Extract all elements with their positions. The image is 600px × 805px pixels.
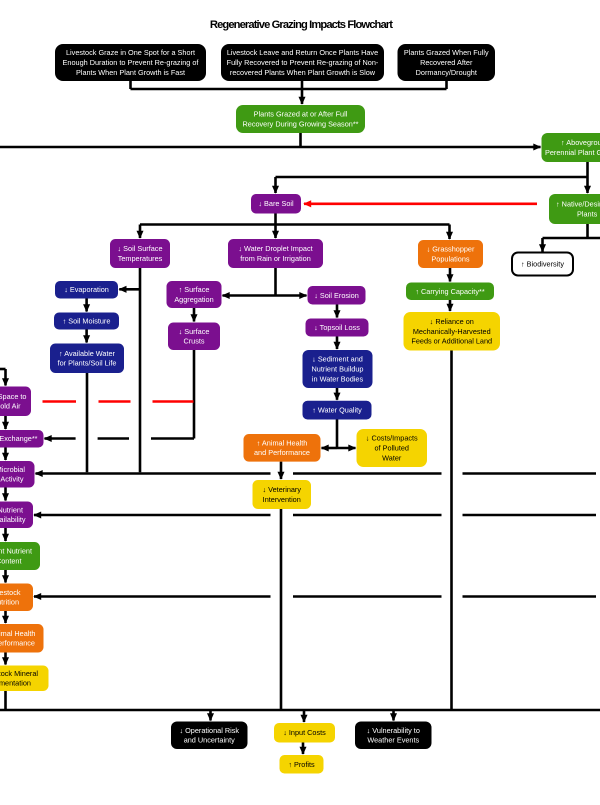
svg-text:↑ Soil Gas Exchange**: ↑ Soil Gas Exchange** — [0, 434, 38, 443]
svg-text:Weather Events: Weather Events — [367, 736, 419, 745]
svg-text:for Plants/Soil Life: for Plants/Soil Life — [58, 359, 117, 368]
svg-text:↓ Evaporation: ↓ Evaporation — [64, 285, 109, 294]
svg-text:in Water Bodies: in Water Bodies — [312, 374, 364, 383]
svg-text:↑ Aboveground: ↑ Aboveground — [561, 138, 600, 147]
svg-text:↑ Soil Microbial: ↑ Soil Microbial — [0, 465, 25, 474]
svg-text:↓ Sediment and: ↓ Sediment and — [312, 355, 363, 364]
svg-text:↓ Input Costs: ↓ Input Costs — [283, 728, 326, 737]
svg-text:Recovered After: Recovered After — [420, 58, 473, 67]
svg-text:↑ Animal Health: ↑ Animal Health — [257, 438, 308, 447]
svg-text:↑ Native/Desirable: ↑ Native/Desirable — [556, 200, 600, 209]
svg-text:↓ Bare Soil: ↓ Bare Soil — [258, 199, 294, 208]
svg-text:Content: Content — [0, 556, 22, 565]
svg-text:Exposure of Soil to Cold Air: Exposure of Soil to Cold Air — [0, 402, 21, 411]
svg-text:↓ Costs/Impacts: ↓ Costs/Impacts — [366, 434, 418, 443]
svg-text:Plants Grazed When Fully: Plants Grazed When Fully — [404, 48, 489, 57]
svg-text:Intervention: Intervention — [263, 495, 301, 504]
svg-text:↑ Available Water: ↑ Available Water — [59, 349, 116, 358]
svg-text:Livestock Graze in One Spot fo: Livestock Graze in One Spot for a Short — [66, 48, 195, 57]
svg-text:from Rain or Irrigation: from Rain or Irrigation — [240, 254, 311, 263]
svg-text:↑ Animal Health: ↑ Animal Health — [0, 629, 36, 638]
svg-text:Crusts: Crusts — [183, 337, 204, 346]
svg-text:Plants: Plants — [577, 209, 598, 218]
svg-text:Supplementation: Supplementation — [0, 679, 31, 688]
svg-text:↓ Operational Risk: ↓ Operational Risk — [179, 726, 239, 735]
svg-text:↓ Soil Surface Space to: ↓ Soil Surface Space to — [0, 392, 27, 401]
svg-text:Temperatures: Temperatures — [118, 254, 163, 263]
svg-text:Nutrient Buildup: Nutrient Buildup — [312, 365, 364, 374]
svg-text:Feeds or Additional Land: Feeds or Additional Land — [411, 337, 492, 346]
svg-text:Enough Duration to Prevent Re-: Enough Duration to Prevent Re-grazing of — [63, 58, 200, 67]
svg-text:of Polluted: of Polluted — [375, 444, 409, 453]
svg-text:Nutrition: Nutrition — [0, 598, 19, 607]
svg-text:Plants Grazed at or After Full: Plants Grazed at or After Full — [254, 110, 348, 119]
svg-text:Recovery During Growing Season: Recovery During Growing Season** — [243, 119, 359, 128]
svg-text:Activity: Activity — [0, 475, 23, 484]
svg-text:↓ Veterinary: ↓ Veterinary — [262, 485, 301, 494]
svg-text:Fully Recovered to Prevent Re-: Fully Recovered to Prevent Re-grazing of… — [227, 58, 379, 67]
svg-text:Water: Water — [382, 453, 402, 462]
svg-text:↓ Soil Erosion: ↓ Soil Erosion — [314, 291, 359, 300]
svg-text:↓ Vulnerability to: ↓ Vulnerability to — [367, 726, 420, 735]
svg-text:Mechanically-Harvested: Mechanically-Harvested — [413, 327, 491, 336]
svg-text:Perennial Plant Growth: Perennial Plant Growth — [545, 148, 600, 157]
svg-text:↓ Water Droplet Impact: ↓ Water Droplet Impact — [238, 244, 312, 253]
svg-text:Regenerative Grazing Impacts F: Regenerative Grazing Impacts Flowchart — [210, 19, 393, 31]
svg-text:Availability: Availability — [0, 515, 26, 524]
svg-text:↑ Soil Moisture: ↑ Soil Moisture — [63, 317, 111, 326]
svg-text:↓ Surface: ↓ Surface — [179, 327, 210, 336]
svg-text:↑ Profits: ↑ Profits — [288, 760, 315, 769]
svg-text:↓ Grasshopper: ↓ Grasshopper — [427, 245, 475, 254]
svg-text:Populations: Populations — [431, 254, 469, 263]
svg-text:recovered Plants When Plant Gr: recovered Plants When Plant Growth is Sl… — [230, 68, 376, 77]
svg-text:↑ Surface: ↑ Surface — [179, 285, 210, 294]
svg-text:Livestock Leave and Return Onc: Livestock Leave and Return Once Plants H… — [227, 48, 378, 57]
svg-text:and Uncertainty: and Uncertainty — [184, 736, 235, 745]
svg-text:Aggregation: Aggregation — [174, 295, 213, 304]
svg-text:↑ Biodiversity: ↑ Biodiversity — [521, 260, 564, 269]
svg-text:↑ Water Quality: ↑ Water Quality — [312, 406, 362, 415]
svg-text:↑ Plant Nutrient: ↑ Plant Nutrient — [0, 547, 32, 556]
svg-text:↓ Topsoil Loss: ↓ Topsoil Loss — [314, 323, 360, 332]
svg-text:↑ Nutrient: ↑ Nutrient — [0, 505, 23, 514]
svg-text:↓ Soil Surface: ↓ Soil Surface — [117, 244, 162, 253]
svg-text:Dormancy/Drought: Dormancy/Drought — [416, 68, 477, 77]
svg-text:and Performance: and Performance — [254, 448, 310, 457]
svg-text:and Performance: and Performance — [0, 639, 35, 648]
svg-text:Plants When Plant Growth is Fa: Plants When Plant Growth is Fast — [76, 68, 185, 77]
svg-text:↓ Livestock Mineral: ↓ Livestock Mineral — [0, 669, 38, 678]
svg-text:↓ Reliance on: ↓ Reliance on — [430, 317, 474, 326]
svg-text:↑ Livestock: ↑ Livestock — [0, 588, 21, 597]
svg-text:↑ Carrying Capacity**: ↑ Carrying Capacity** — [415, 287, 485, 296]
